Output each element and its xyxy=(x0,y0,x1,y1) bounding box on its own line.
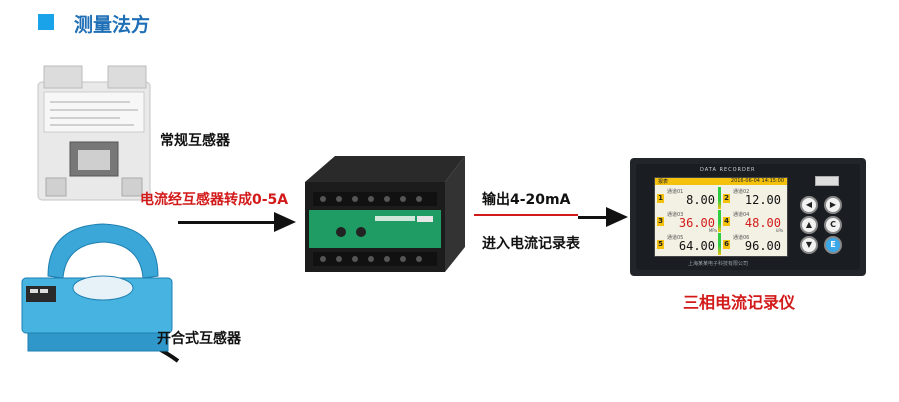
channel-row: 1 通道01 8.00 2 通道02 12.00 xyxy=(657,187,785,211)
arrow-head-right xyxy=(606,207,628,227)
channel-value: 8.00 xyxy=(686,193,715,207)
split-core-ct-image xyxy=(21,223,180,363)
channel-cell: 5 通道05 64.00 xyxy=(657,234,717,256)
channel-value: 96.00 xyxy=(744,239,781,253)
convert-text: 电流经互感器转成0-5A xyxy=(140,192,289,208)
recorder-header: DATA RECORDER xyxy=(700,167,756,173)
input-text: 进入电流记录表 xyxy=(482,236,580,252)
output-text: 输出4-20mA xyxy=(482,192,571,208)
standard-ct-image xyxy=(37,65,151,201)
screen-datetime: 2016-06-04 14:15:00 xyxy=(730,178,784,184)
recorder-caption: 三相电流记录仪 xyxy=(683,293,796,312)
channel-cell: 2 通道02 12.00 xyxy=(723,188,783,210)
level-bar xyxy=(718,210,721,232)
channel-number: 5 xyxy=(657,240,664,249)
c-button[interactable]: C xyxy=(824,216,842,234)
channel-name: 通道04 xyxy=(733,212,750,218)
recorder-footer: 上海某某电子科技有限公司 xyxy=(688,261,749,267)
channel-cell: 1 通道01 8.00 xyxy=(657,188,717,210)
down-arrow-button[interactable]: ▼ xyxy=(800,236,818,254)
channel-row: 5 通道05 64.00 6 通道06 96.00 xyxy=(657,233,785,257)
channel-number: 4 xyxy=(723,217,730,226)
arrow-to-recorder xyxy=(578,216,608,219)
channel-value: 36.00 xyxy=(678,216,715,230)
left-arrow-button[interactable]: ◀ xyxy=(800,196,818,214)
channel-unit: kPa xyxy=(776,228,783,233)
channel-name: 通道03 xyxy=(667,212,684,218)
title-bullet xyxy=(38,14,54,30)
right-arrow-button[interactable]: ▶ xyxy=(824,196,842,214)
split-core-ct-label: 开合式互感器 xyxy=(157,331,241,347)
recorder-screen: 报表 2016-06-04 14:15:00 1 通道01 8.00 2 通道0… xyxy=(654,177,788,257)
arrow-head-left xyxy=(274,212,296,232)
channel-cell: 4 通道04 48.00 kPa xyxy=(723,211,783,233)
channel-number: 6 xyxy=(723,240,730,249)
channel-number: 3 xyxy=(657,217,664,226)
channel-value: 64.00 xyxy=(678,239,715,253)
channel-unit: MPa xyxy=(708,228,717,233)
red-divider xyxy=(474,214,578,216)
level-bar xyxy=(718,187,721,209)
page-title: 测量法方 xyxy=(74,14,151,36)
channel-value: 48.00 xyxy=(744,216,781,230)
channel-number: 1 xyxy=(657,194,664,203)
channel-name: 通道06 xyxy=(733,235,750,241)
channel-value: 12.00 xyxy=(744,193,781,207)
channel-cell: 6 通道06 96.00 xyxy=(723,234,783,256)
channel-cell: 3 通道03 36.00 MPa xyxy=(657,211,717,233)
arrow-to-transducer xyxy=(178,221,276,224)
screen-title: 报表 xyxy=(658,179,669,185)
usb-port xyxy=(815,176,839,186)
channel-row: 3 通道03 36.00 MPa 4 通道04 48.00 kPa xyxy=(657,210,785,234)
standard-ct-label: 常规互感器 xyxy=(160,133,230,149)
transducer-module-image xyxy=(305,156,465,272)
channel-name: 通道01 xyxy=(667,189,684,195)
channel-name: 通道02 xyxy=(733,189,750,195)
screen-top-bar: 报表 2016-06-04 14:15:00 xyxy=(655,178,787,185)
up-arrow-button[interactable]: ▲ xyxy=(800,216,818,234)
enter-button[interactable]: E xyxy=(824,236,842,254)
channel-number: 2 xyxy=(723,194,730,203)
level-bar xyxy=(718,233,721,255)
channel-name: 通道05 xyxy=(667,235,684,241)
